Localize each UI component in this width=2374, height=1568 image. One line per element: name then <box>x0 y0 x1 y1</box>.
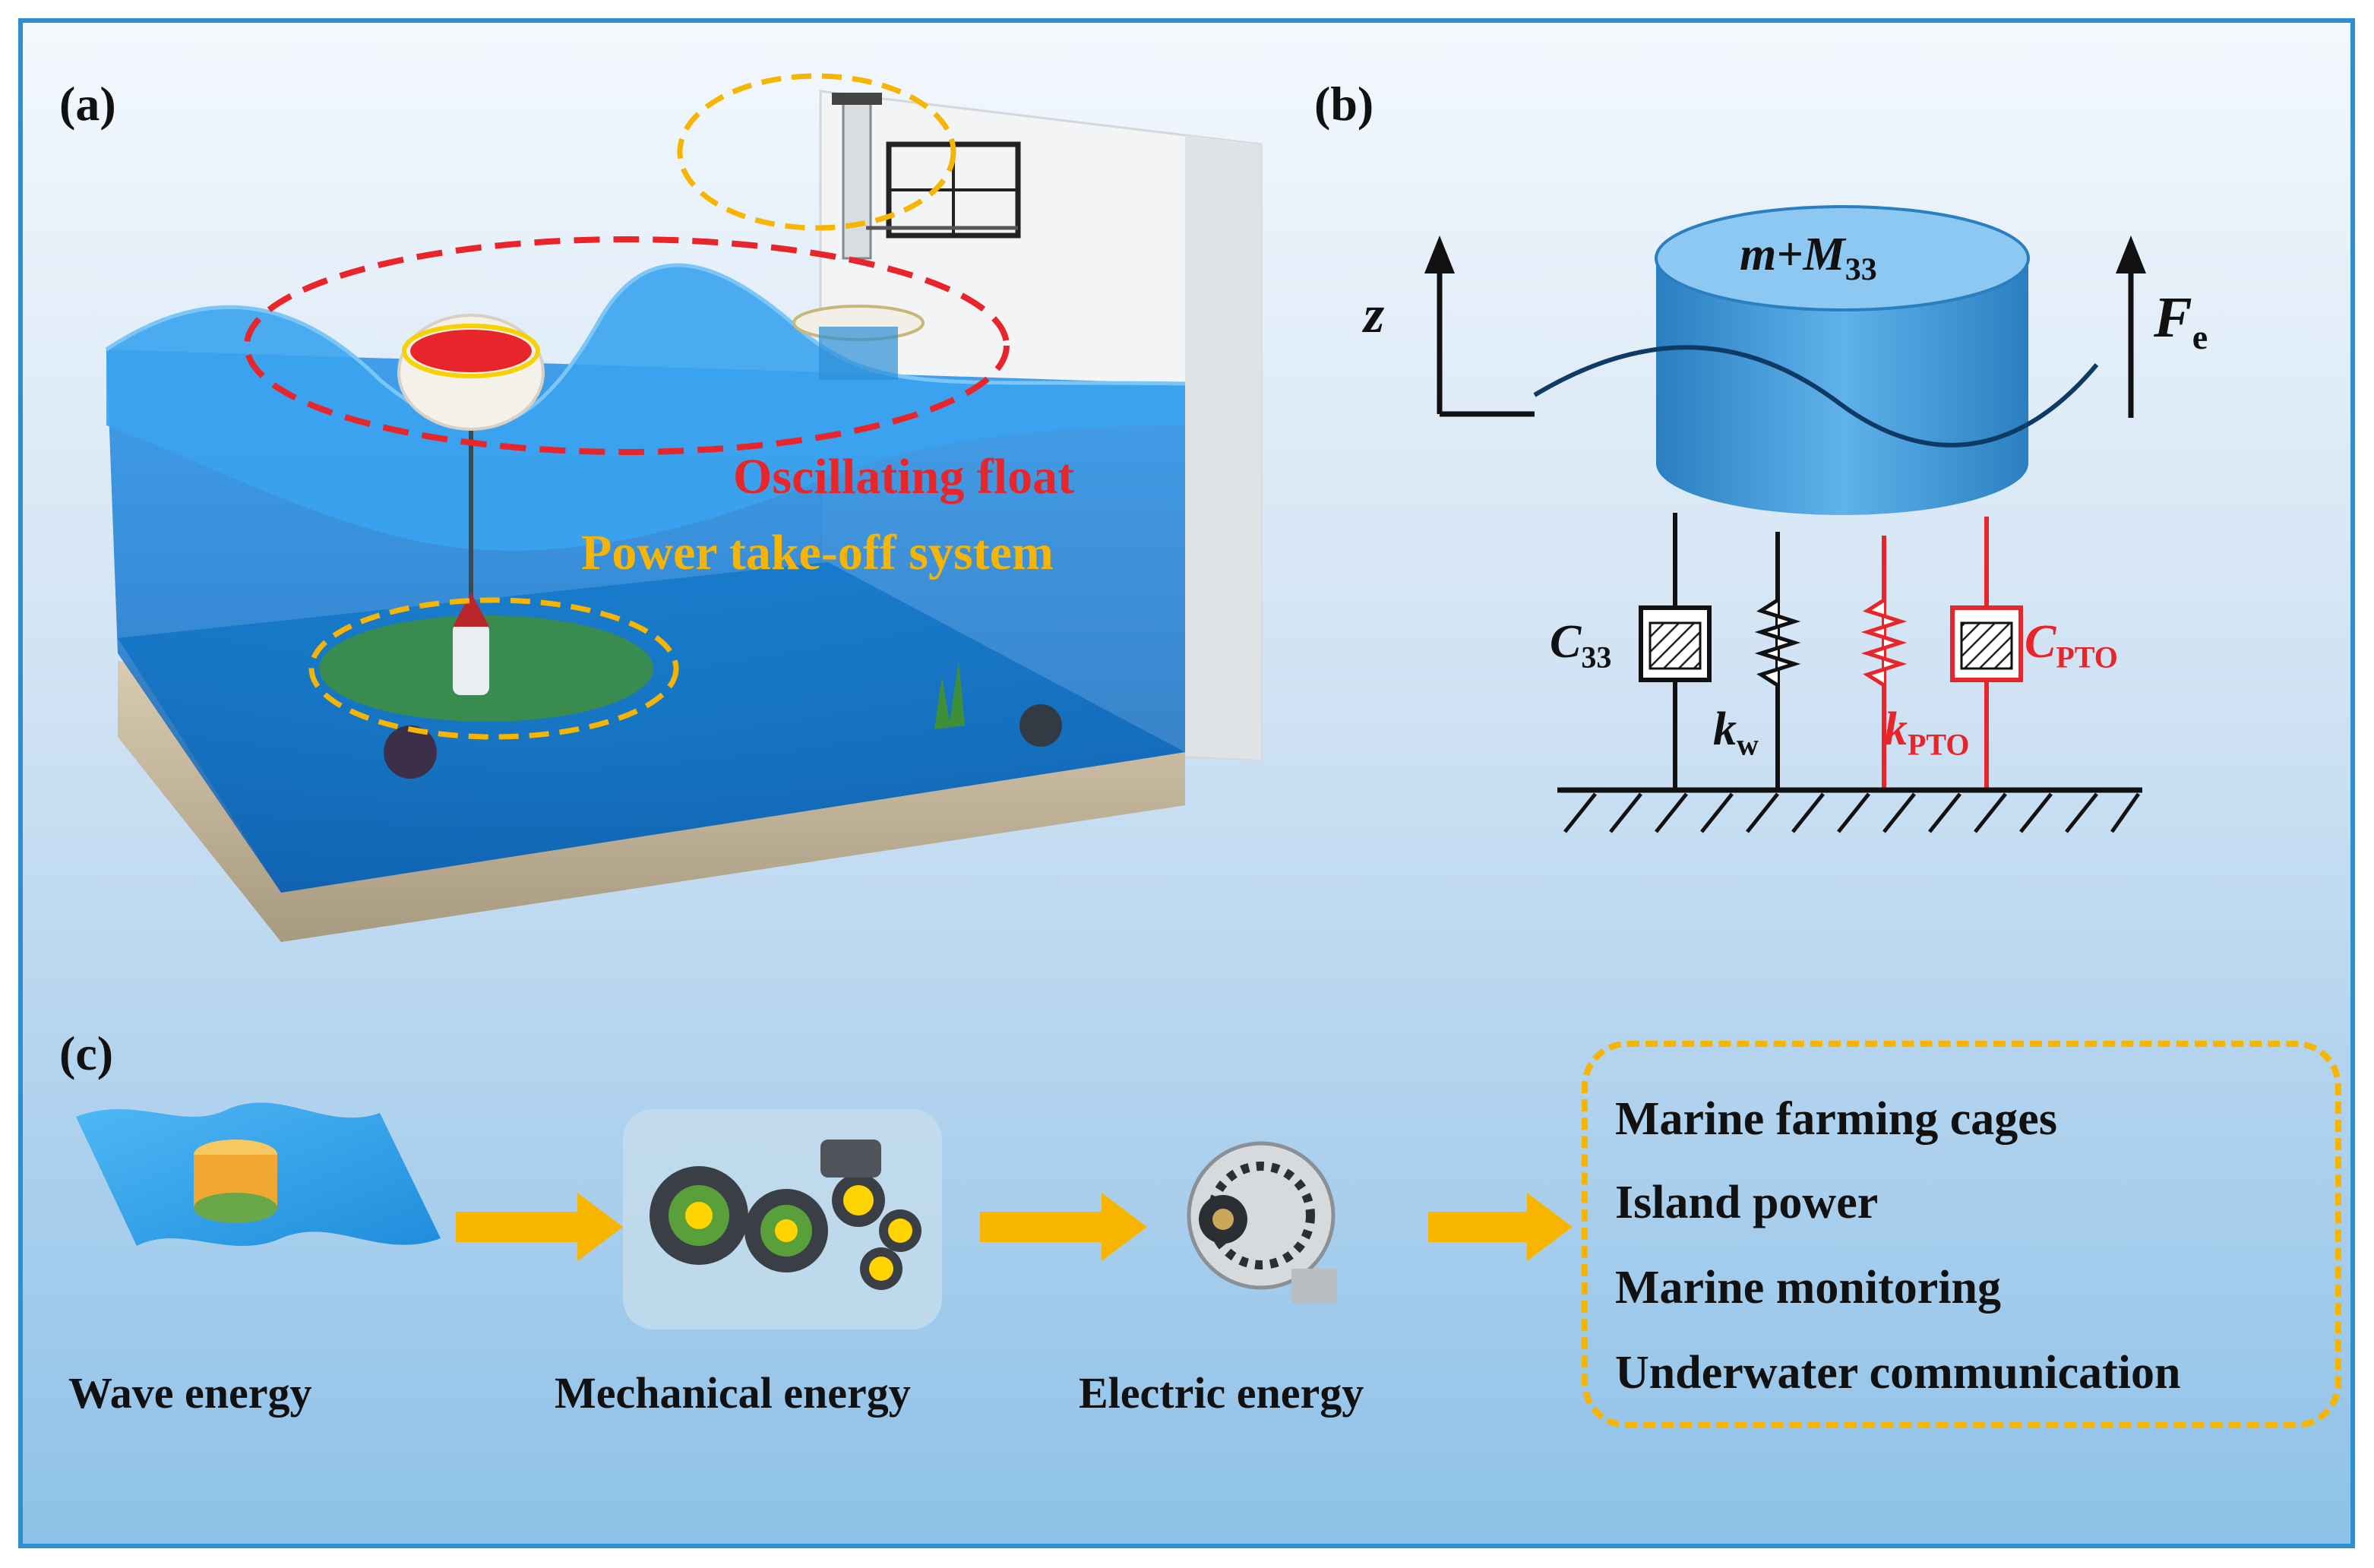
float-highlight-ellipse <box>244 236 1010 455</box>
wall-float-body <box>819 327 898 380</box>
pto-rod <box>842 97 872 260</box>
stage-mechanical-energy: Mechanical energy <box>555 1368 911 1418</box>
float-top <box>410 330 532 372</box>
kpto-label: kPTO <box>1884 703 1970 762</box>
panel-c-label: (c) <box>59 1026 114 1080</box>
ground-hatch <box>1563 792 2141 833</box>
rock <box>1019 704 1062 747</box>
mass-cylinder-body <box>1656 258 2028 515</box>
anchor-highlight-ellipse <box>308 597 679 740</box>
c33-label: C33 <box>1550 616 1612 675</box>
generator <box>1187 1141 1337 1303</box>
cpto-label: CPTO <box>2025 616 2118 675</box>
kw-label: kw <box>1713 703 1759 762</box>
application-item: Marine farming cages <box>1615 1093 2057 1145</box>
stage-wave-energy: Wave energy <box>68 1368 312 1418</box>
tank-side-wall <box>1185 135 1261 760</box>
application-item: Marine monitoring <box>1615 1262 2001 1314</box>
arrow-1 <box>456 1193 623 1261</box>
pto-rod-cap <box>832 93 882 105</box>
wave-tank-illustration <box>105 73 1263 942</box>
energy-chain-illustration <box>76 1102 1573 1329</box>
heave-model-diagram <box>1424 205 2146 833</box>
wave-line <box>1533 345 2099 447</box>
panel-b-label: (b) <box>1314 77 1374 131</box>
stage-electric-energy: Electric energy <box>1079 1368 1364 1418</box>
seaweed-plant <box>934 661 965 729</box>
kpto-spring <box>1860 598 1908 688</box>
wave-crest-line <box>105 263 1186 428</box>
power-take-off-label: Power take-off system <box>581 525 1054 580</box>
mass-label: m+M33 <box>1740 229 1877 288</box>
wave-surface <box>106 265 1185 551</box>
application-item: Underwater communication <box>1615 1347 2181 1399</box>
application-item: Island power <box>1615 1177 1879 1228</box>
arrow-3 <box>1428 1193 1573 1261</box>
coral <box>384 726 437 779</box>
anchor-tip <box>453 593 489 627</box>
excitation-force-label: Fe <box>2154 286 2208 357</box>
kw-spring <box>1754 598 1801 688</box>
applications-box: Marine farming cages Island power Marine… <box>1582 1041 2341 1428</box>
float-ring <box>402 324 540 378</box>
z-label: z <box>1364 286 1385 344</box>
mass-cylinder-top <box>1655 205 2030 311</box>
panel-a-label: (a) <box>59 77 116 131</box>
arrow-2 <box>980 1193 1147 1261</box>
pto-highlight-ellipse <box>677 73 956 231</box>
anchor-pile <box>453 623 489 695</box>
oscillating-float-label: Oscillating float <box>733 449 1075 504</box>
gearbox-gears <box>650 1140 921 1290</box>
